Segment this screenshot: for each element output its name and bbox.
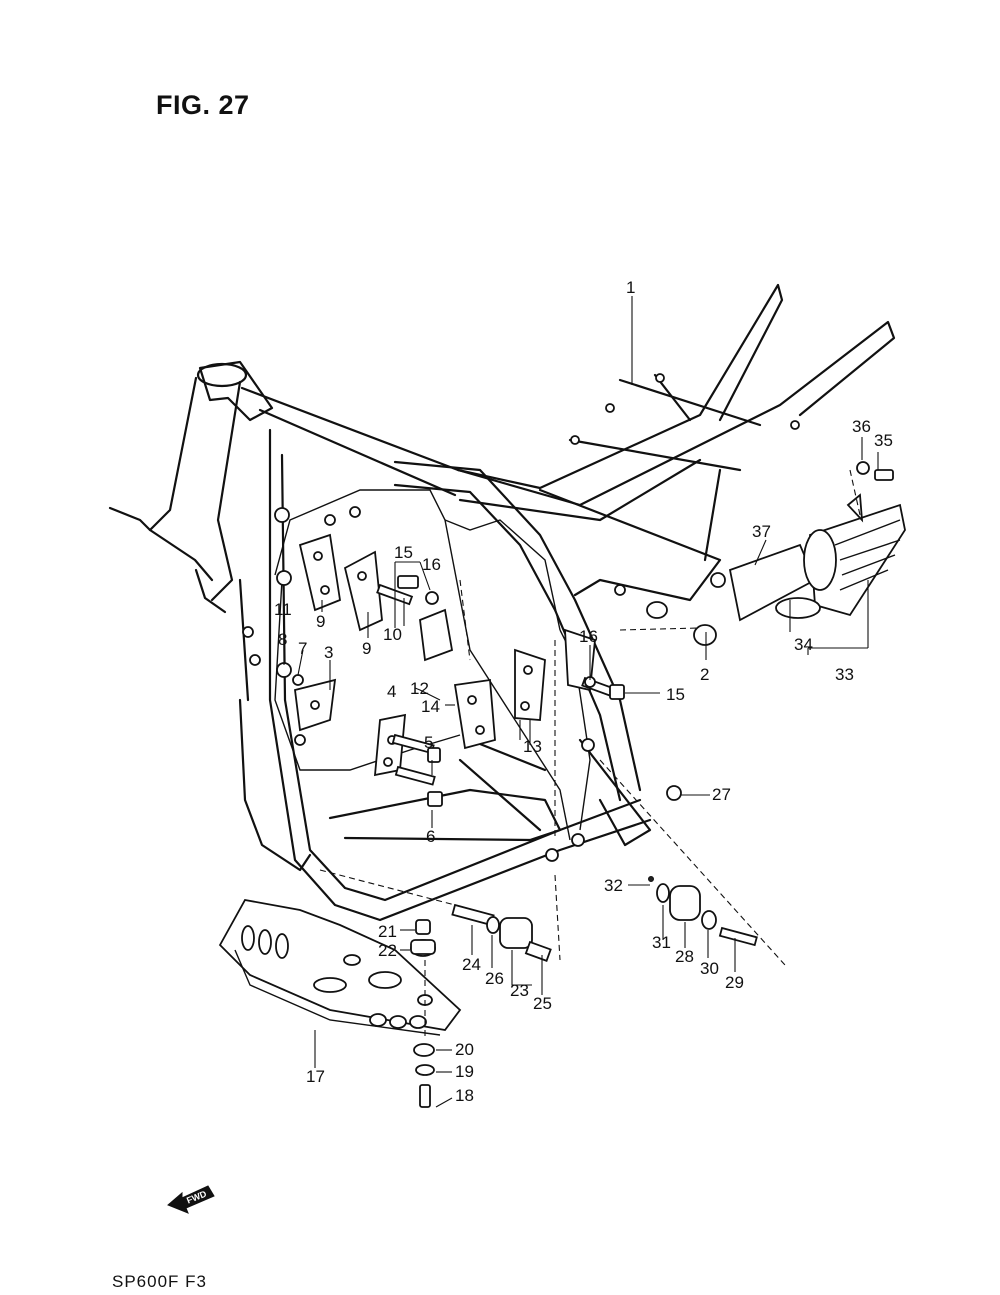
callout-14: 14 [421, 697, 440, 716]
callout-15-upper: 15 [394, 543, 413, 562]
callout-18: 18 [455, 1086, 474, 1105]
callout-15-lower: 15 [666, 685, 685, 704]
fwd-arrow-icon: FWD [167, 1185, 215, 1214]
callout-10: 10 [383, 625, 402, 644]
skid-plate [218, 898, 462, 1036]
callout-3: 3 [324, 643, 333, 662]
bracket-14 [453, 678, 496, 750]
callout-34: 34 [794, 635, 813, 654]
callout-13: 13 [523, 737, 542, 756]
callout-17: 17 [306, 1067, 325, 1086]
leader-lines [283, 296, 879, 1108]
loose-parts [410, 876, 758, 1108]
callout-36: 36 [852, 417, 871, 436]
callout-2: 2 [700, 665, 709, 684]
fasteners [276, 570, 717, 807]
callout-32: 32 [604, 876, 623, 895]
rear-housing-assembly [728, 461, 906, 622]
callout-9-right: 9 [362, 639, 371, 658]
callout-35: 35 [874, 431, 893, 450]
callout-16-lower: 16 [579, 627, 598, 646]
callout-26: 26 [485, 969, 504, 988]
callout-28: 28 [675, 947, 694, 966]
callout-1: 1 [626, 278, 635, 297]
callouts: 1 2 3 4 5 6 7 8 9 9 10 11 12 13 14 15 15… [274, 278, 893, 1105]
bracket-9-left [298, 533, 341, 612]
callout-11: 11 [274, 600, 292, 619]
callout-20: 20 [455, 1040, 474, 1059]
engine-mount-brackets [294, 533, 596, 777]
callout-19: 19 [455, 1062, 474, 1081]
callout-33: 33 [835, 665, 854, 684]
callout-37: 37 [752, 522, 771, 541]
callout-6: 6 [426, 827, 435, 846]
callout-30: 30 [700, 959, 719, 978]
callout-9-left: 9 [316, 612, 325, 631]
callout-22: 22 [378, 941, 397, 960]
callout-4: 4 [387, 682, 396, 701]
frame-holes [242, 373, 800, 862]
figure-title: FIG. 27 [156, 90, 250, 120]
bracket-9-right [343, 550, 383, 632]
bracket-13 [514, 648, 546, 721]
callout-25: 25 [533, 994, 552, 1013]
callout-16-upper: 16 [422, 555, 441, 574]
callout-12: 12 [410, 679, 429, 698]
main-frame [108, 283, 896, 922]
callout-23: 23 [510, 981, 529, 1000]
callout-24: 24 [462, 955, 481, 974]
callout-7: 7 [298, 639, 307, 658]
callout-5: 5 [424, 733, 433, 752]
bracket-right [564, 628, 596, 692]
callout-27: 27 [712, 785, 731, 804]
assembly-dash-lines [319, 469, 861, 1040]
callout-31: 31 [652, 933, 671, 952]
callout-29: 29 [725, 973, 744, 992]
bracket-12 [419, 608, 454, 662]
callout-8: 8 [278, 630, 287, 649]
callout-21: 21 [378, 922, 397, 941]
model-code: SP600F F3 [112, 1272, 207, 1291]
